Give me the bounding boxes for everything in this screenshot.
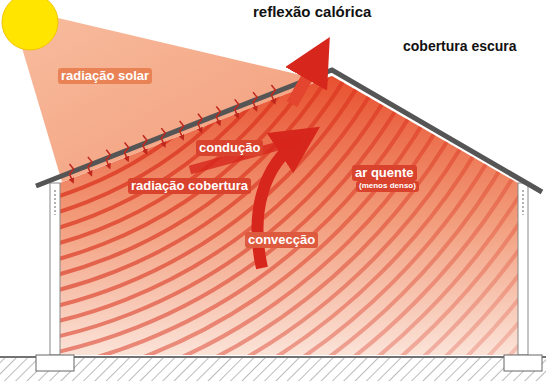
conduction-arrow: [88, 157, 92, 174]
left-vent: [55, 190, 56, 215]
conduction-arrow: [198, 114, 202, 131]
text-label: reflexão calórica: [250, 3, 374, 22]
ground-line: [0, 356, 546, 358]
text-label: (menos denso): [356, 181, 419, 192]
radiation-ray: [0, 0, 520, 381]
right-vent: [523, 190, 524, 215]
conduction-arrow: [106, 150, 110, 167]
text-label: convecção: [245, 232, 318, 248]
reflection-arrow: [292, 58, 318, 104]
text-label: radiação solar: [58, 68, 152, 84]
conduction-arrow: [161, 128, 165, 145]
conduction-arrow: [180, 121, 184, 138]
ground-hatch: [0, 358, 546, 381]
conduction-arrow: [253, 92, 257, 109]
text-label: cobertura escura: [400, 38, 520, 55]
text-label: condução: [196, 140, 263, 156]
conduction-arrow: [125, 143, 129, 160]
conduction-arrow: [70, 164, 74, 181]
radiation-ray: [0, 0, 205, 95]
dark-roof: [36, 70, 542, 192]
text-label: ar quente: [352, 165, 417, 181]
conduction-arrow: [271, 85, 275, 102]
conduction-arrow: [143, 135, 147, 152]
text-label: radiação cobertura: [128, 178, 251, 194]
radiation-ray: [0, 0, 220, 110]
sun: [2, 0, 58, 50]
radiation-ray: [0, 0, 310, 200]
convection-arrow: [258, 140, 300, 268]
conduction-arrows: [70, 85, 276, 181]
conduction-arrow: [235, 99, 239, 116]
right-wall: [518, 183, 528, 355]
radiation-ray: [0, 0, 505, 381]
radiation-arrow: [190, 140, 300, 170]
conduction-arrow: [216, 107, 220, 124]
radiation-ray: [0, 0, 235, 125]
left-wall: [50, 183, 60, 355]
left-footing: [36, 355, 74, 371]
right-footing: [504, 355, 542, 371]
